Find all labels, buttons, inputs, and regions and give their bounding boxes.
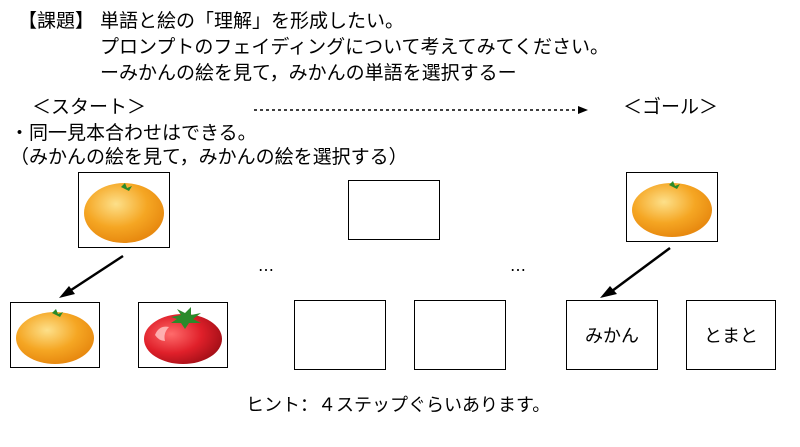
- tomato-icon: [144, 307, 222, 364]
- orange-icon: [84, 183, 164, 243]
- intermediate-step-card: [348, 180, 440, 240]
- goal-sample-card: [626, 172, 718, 242]
- choice-orange-card: [10, 302, 100, 368]
- ellipsis-left: …: [258, 256, 276, 275]
- hint-text: ヒント：４ステップぐらいあります。: [246, 395, 551, 416]
- goal-arrow: [600, 246, 671, 298]
- start-arrow: [59, 254, 124, 298]
- choice-word-tomato-card: とまと: [686, 300, 776, 370]
- choice-tomato-card: [138, 302, 228, 368]
- word-orange-label: みかん: [585, 326, 639, 347]
- choice-word-orange-card: みかん: [566, 300, 658, 370]
- start-note-line-1: ・同一見本合わせはできる。: [10, 122, 257, 144]
- orange-icon: [16, 309, 94, 364]
- ellipsis-right: …: [510, 256, 528, 275]
- intermediate-choice-card-2: [414, 300, 506, 370]
- progress-dotted-arrow: [254, 106, 588, 114]
- start-note-line-2: （みかんの絵を見て，みかんの絵を選択する）: [10, 146, 408, 168]
- start-label: ＜スタート＞: [32, 96, 147, 118]
- word-tomato-label: とまと: [704, 326, 758, 347]
- orange-icon: [632, 181, 712, 237]
- start-sample-card: [78, 172, 170, 248]
- goal-label: ＜ゴール＞: [623, 96, 719, 118]
- task-line-3: ーみかんの絵を見て，みかんの単語を選択するー: [100, 62, 517, 84]
- task-line-1: 単語と絵の「理解」を形成したい。: [100, 10, 405, 32]
- intermediate-choice-card-1: [294, 300, 386, 370]
- task-label: 【課題】: [18, 10, 95, 32]
- task-line-2: プロンプトのフェイディングについて考えてみてください。: [100, 36, 610, 58]
